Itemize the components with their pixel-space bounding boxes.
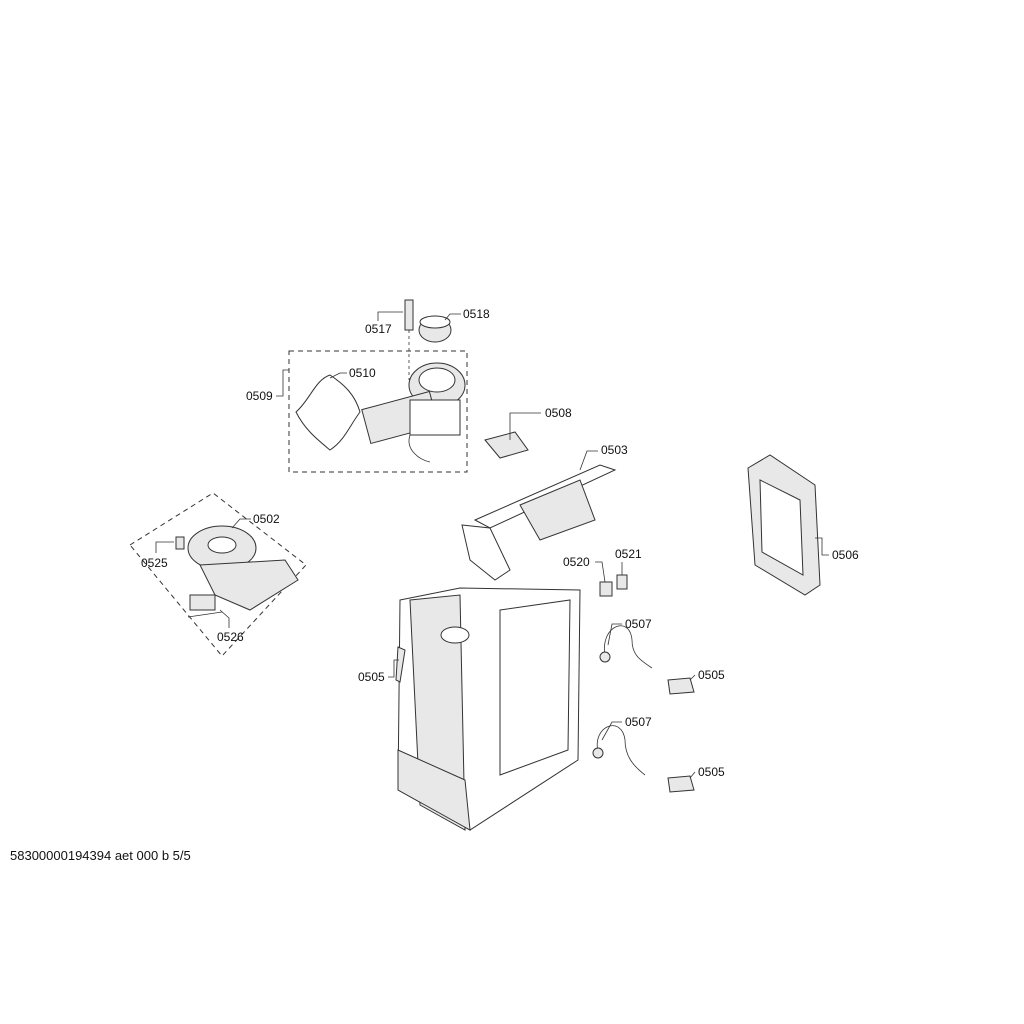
label-0518: 0518	[463, 307, 490, 321]
part-0520-clip	[599, 581, 613, 597]
part-0517-pin	[404, 299, 414, 380]
part-0507-spring-upper	[599, 625, 653, 669]
label-0521: 0521	[615, 547, 642, 561]
part-0526-valve	[187, 594, 223, 618]
label-0526: 0526	[217, 630, 244, 644]
label-0505-left: 0505	[358, 670, 385, 684]
part-0507-spring-lower	[592, 725, 646, 776]
part-0525-connector	[175, 536, 185, 550]
part-0505-latch-left	[395, 646, 406, 683]
assembly-group-0509-box	[288, 350, 468, 473]
assembly-group-0502-box	[129, 492, 307, 657]
part-0508-bracket	[484, 431, 529, 459]
part-housing-base	[397, 587, 581, 831]
part-0502-valve-unit	[187, 525, 299, 611]
label-0507-upper: 0507	[625, 617, 652, 631]
label-0510: 0510	[349, 366, 376, 380]
document-code: 58300000194394 aet 000 b 5/5	[10, 848, 191, 863]
label-0505-lower: 0505	[698, 765, 725, 779]
label-0517: 0517	[365, 322, 392, 336]
label-0503: 0503	[601, 443, 628, 457]
label-0508: 0508	[545, 406, 572, 420]
label-0520: 0520	[563, 555, 590, 569]
leader-lines	[155, 311, 829, 779]
label-0507-lower: 0507	[625, 715, 652, 729]
part-0506-control-board	[747, 454, 821, 596]
part-0521-clip	[616, 574, 628, 590]
part-0505-latch-upper	[667, 677, 695, 695]
label-0509: 0509	[246, 389, 273, 403]
part-0509-grinder-motor	[361, 362, 466, 463]
part-0503-duct	[461, 464, 617, 581]
label-0506: 0506	[832, 548, 859, 562]
label-0505-upper: 0505	[698, 668, 725, 682]
part-0505-latch-lower	[667, 775, 695, 793]
part-0518-cap	[418, 315, 452, 343]
part-0510-seal	[295, 374, 361, 451]
label-0525: 0525	[141, 556, 168, 570]
label-0502: 0502	[253, 512, 280, 526]
